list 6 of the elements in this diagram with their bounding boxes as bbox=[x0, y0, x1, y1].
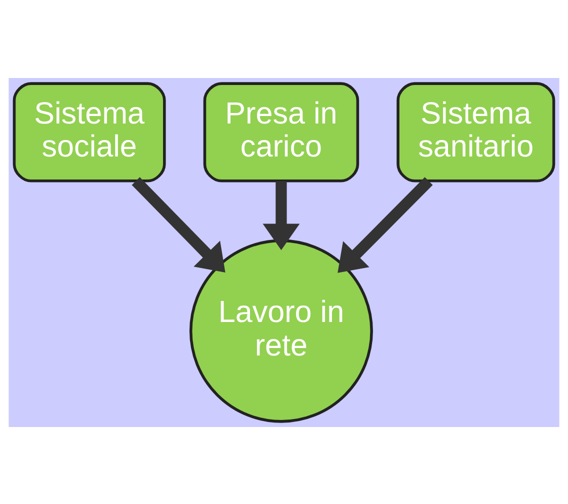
arrow bbox=[132, 176, 226, 272]
node-box: Sistema sanitario bbox=[396, 82, 556, 182]
node-box: Presa in carico bbox=[203, 82, 360, 182]
node-box: Sistema sociale bbox=[12, 82, 166, 182]
arrow bbox=[338, 176, 433, 272]
arrow bbox=[262, 180, 300, 250]
